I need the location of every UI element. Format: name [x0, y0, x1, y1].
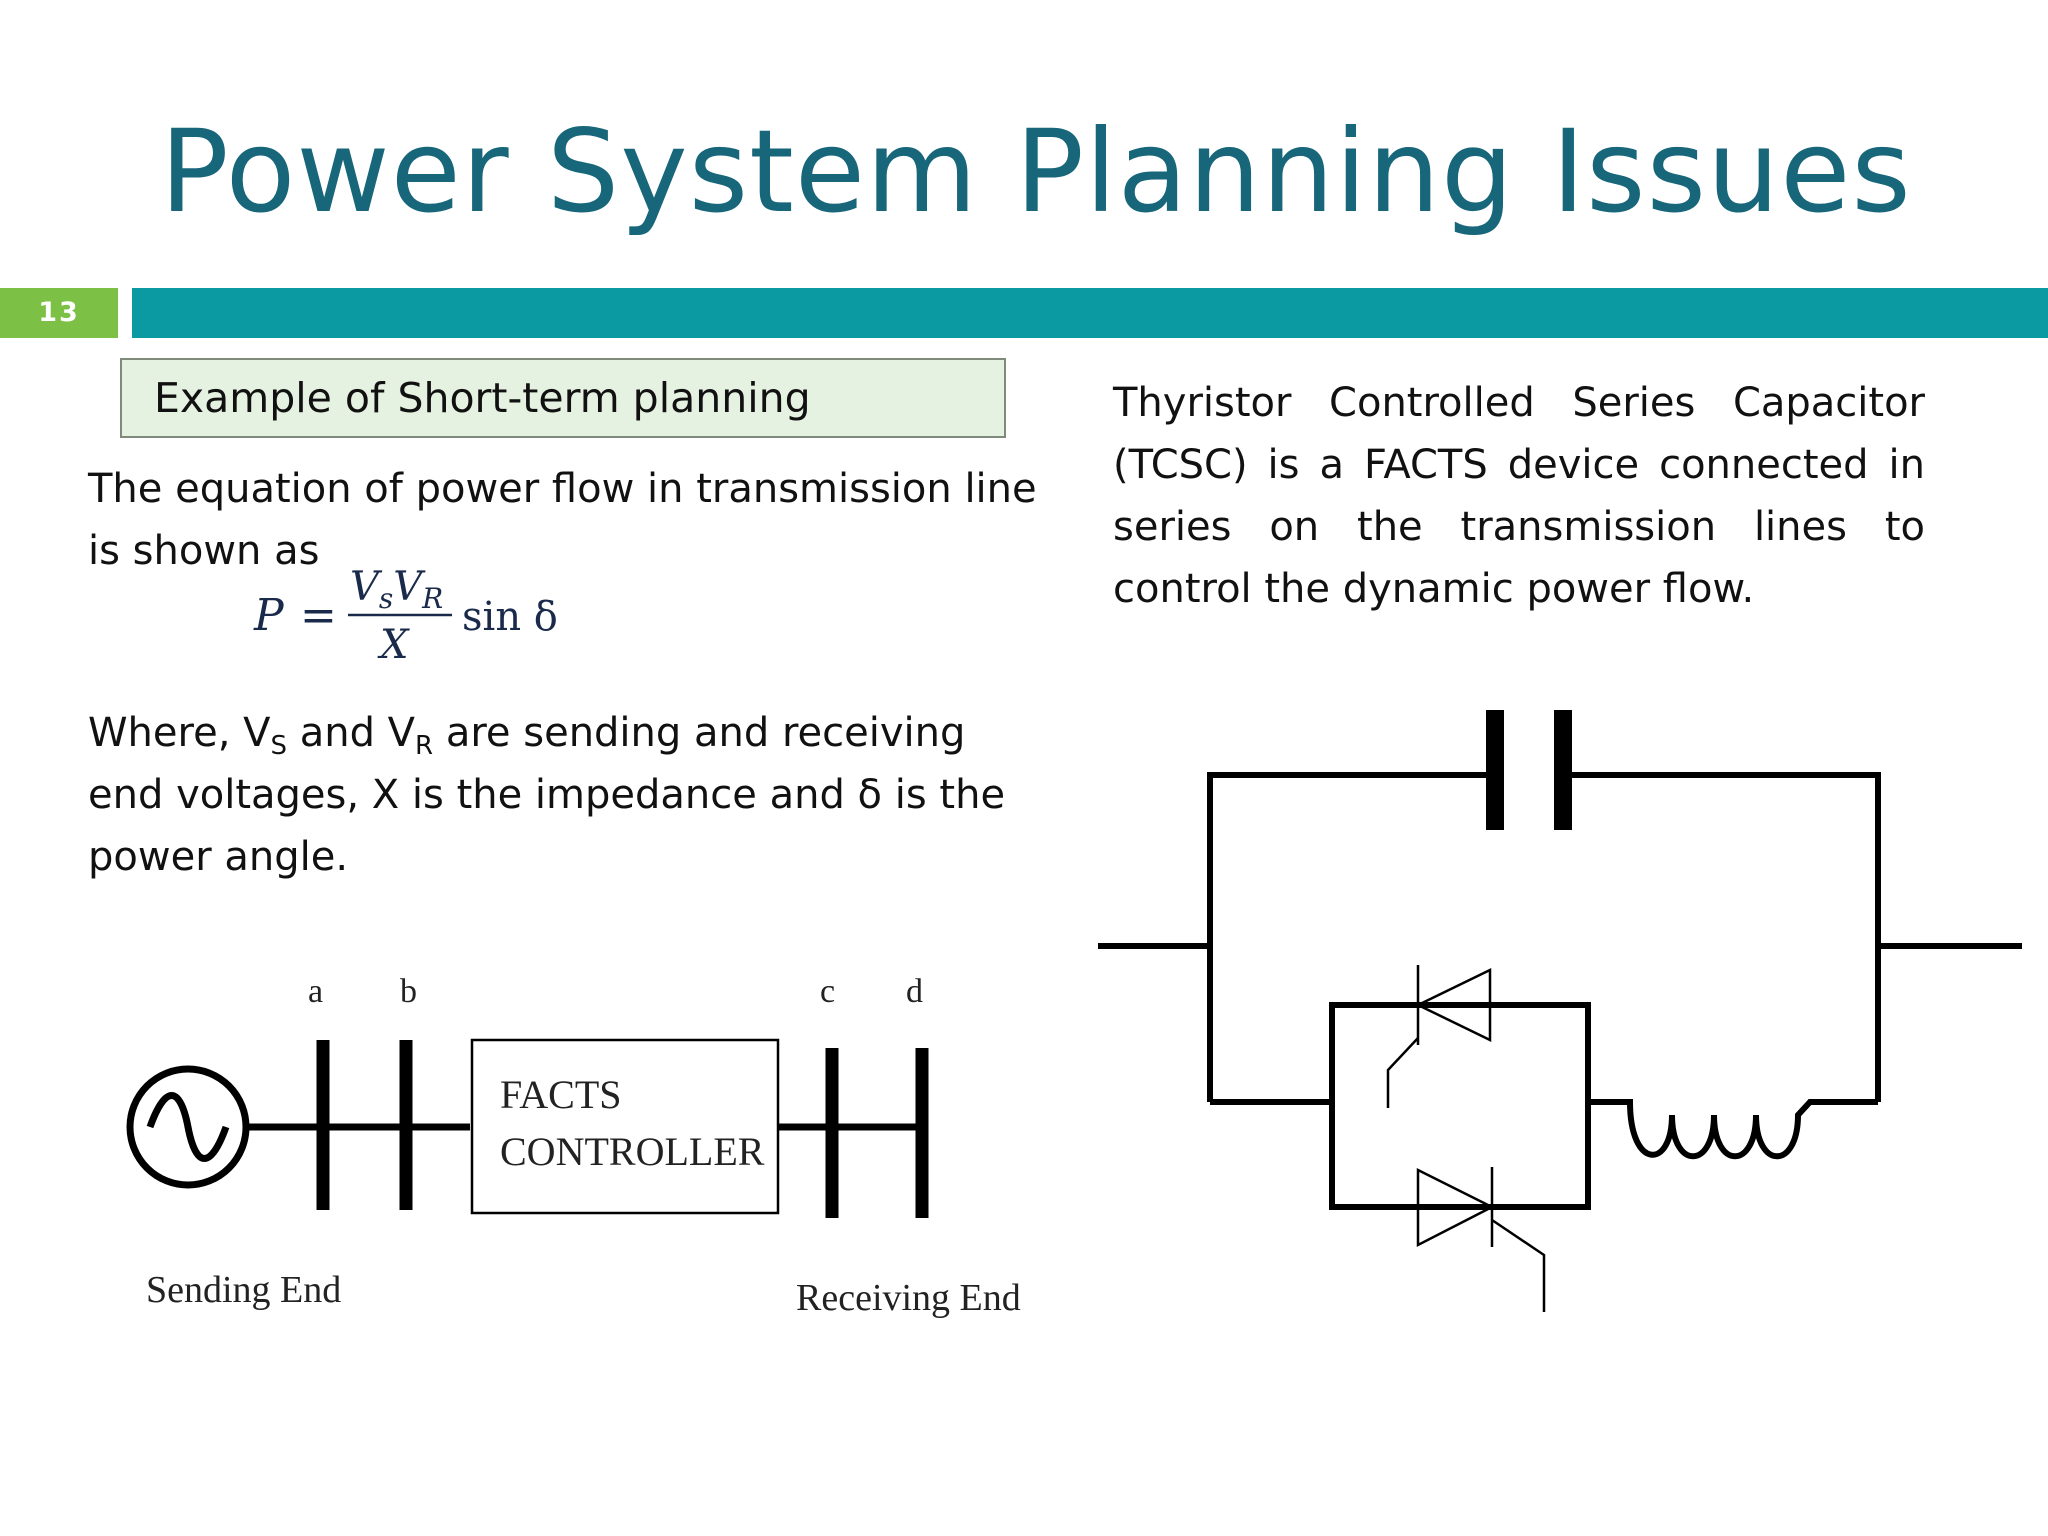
sending-end-label: Sending End — [146, 1269, 341, 1311]
example-label-box: Example of Short-term planning — [120, 358, 1006, 438]
controller-label-line1: FACTS — [500, 1072, 622, 1117]
tcsc-circuit-diagram — [1098, 710, 2022, 1210]
slide-number: 13 — [0, 288, 118, 338]
equation-trig: sin δ — [462, 594, 558, 640]
bus-label-d: d — [906, 973, 923, 1010]
bus-label-b: b — [400, 973, 417, 1010]
facts-controller-box — [470, 1038, 780, 1215]
subscript-r: R — [415, 731, 434, 761]
equation-equals: = — [300, 590, 337, 641]
where-text-part: are sending and receiving end voltages, … — [88, 710, 1006, 880]
one-line-diagram — [126, 1038, 929, 1218]
equation-denominator: X — [377, 622, 410, 668]
where-text-part: Where, V — [88, 710, 271, 756]
capacitor-branch-wire — [1207, 772, 1495, 1102]
thyristor-lower-icon — [1416, 1167, 1546, 1312]
bus-label-a: a — [308, 973, 323, 1010]
bus-label-c: c — [820, 973, 835, 1010]
inductor-icon — [1588, 1099, 1878, 1160]
tcsc-description-text: Thyristor Controlled Series Capacitor (T… — [1113, 380, 1925, 612]
power-flow-equation: P = VsVR X sin δ — [253, 564, 558, 668]
subscript-s: S — [270, 731, 287, 761]
equation-lhs: P — [253, 590, 285, 641]
sine-wave-icon — [146, 1092, 230, 1162]
equation-numerator: VsVR — [350, 564, 443, 615]
receiving-end-label: Receiving End — [796, 1277, 1021, 1319]
title-divider-bar — [132, 288, 2048, 338]
controller-label-line2: CONTROLLER — [500, 1129, 765, 1174]
thyristor-pair-frame-bottom — [1329, 1102, 1591, 1210]
variable-definitions-text: Where, VS and VR are sending and receivi… — [88, 702, 1048, 888]
where-text-part: and V — [287, 710, 416, 756]
slide-title: Power System Planning Issues — [160, 105, 1912, 238]
capacitor-branch-wire-right — [1563, 772, 1881, 1102]
thyristor-upper-icon — [1386, 965, 1492, 1108]
equation-intro-text: The equation of power flow in transmissi… — [88, 466, 1037, 574]
thyristor-pair-frame-top — [1329, 1002, 1591, 1200]
